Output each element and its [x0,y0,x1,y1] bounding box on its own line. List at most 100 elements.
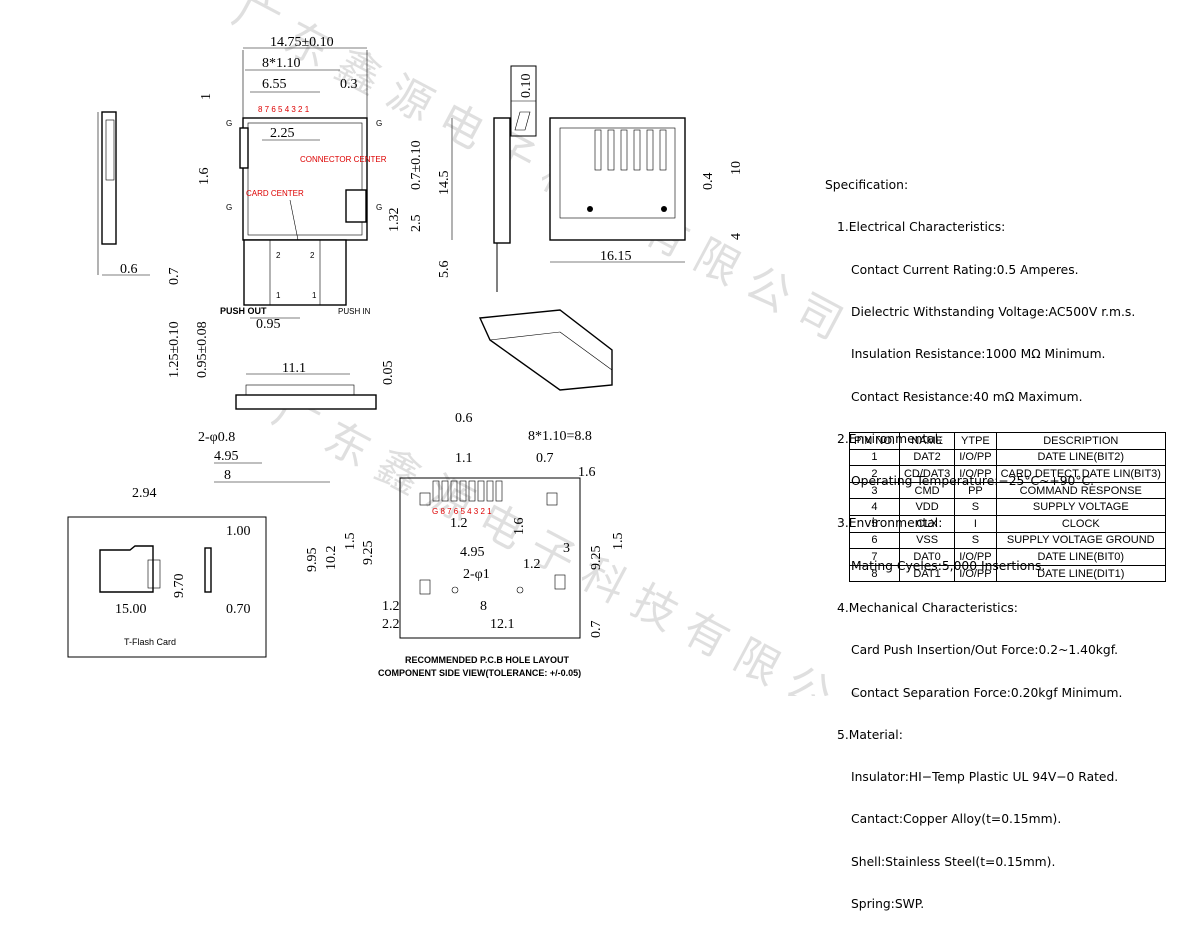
table-cell: I [954,514,997,533]
front-view: 11.1 1.25±0.10 0.95±0.08 0.05 2-φ0.8 4.9… [167,321,396,483]
dim-label: 15.00 [115,602,147,617]
table-cell: CARD DETECT DATE LIN(BIT3) [995,465,1166,483]
table-cell: 1 [849,448,900,467]
dim-label: 2.5 [409,215,424,233]
side-view: 0.10 16.15 0.4 10 4 [493,65,744,292]
table-cell: DAT2 [898,448,956,467]
table-cell: S [954,498,997,516]
spec-heading: 1.Electrical Characteristics: [837,220,1006,235]
table-cell: PP [954,481,997,500]
column-header: YTPE [954,432,997,450]
spec-item: Spring:SWP. [851,896,925,911]
spec-item: Contact Current Rating:0.5 Amperes. [851,262,1079,277]
spec-item: Insulation Resistance:1000 MΩ Minimum. [851,347,1106,362]
dim-label: 0.7 [536,451,554,466]
table-cell: COMMAND RESPONSE [995,481,1166,500]
spec-item: Shell:Stainless Steel(t=0.15mm). [851,854,1056,869]
pin-numbers: G 8 7 6 5 4 3 2 1 [432,507,492,516]
dim-label: 14.75±0.10 [270,35,334,50]
dim-label: 0.7±0.10 [409,140,424,190]
column-header: PIN NO. [849,432,900,450]
table-cell: I/O/PP [954,548,997,566]
spec-title: Specification: [825,178,909,193]
card-center-label: CARD CENTER [246,189,304,198]
column-header: DESCRIPTION [995,432,1166,450]
dim-label: 0.70 [226,602,251,617]
spec-item: Insulator:HI−Temp Plastic UL 94V−0 Rated… [851,770,1119,785]
dim-label: 1.25±0.10 [167,321,182,378]
dim-label: 1 [199,93,214,100]
dim-label: 9.95 [305,548,320,573]
tflash-card-box: 2.94 1.00 9.70 15.00 0.70 T-Flash Card [67,486,267,658]
card-label: T-Flash Card [124,637,176,647]
dim-label: 1.6 [512,518,527,536]
table-cell: 2 [849,465,900,483]
column-header: NAME [898,432,956,450]
dim-label: 8 [224,468,231,483]
dim-label: 12.1 [490,617,515,632]
dim-label: 9.25 [589,546,604,571]
drawing-canvas: 广 东 鑫 源 电 子 科 技 有 限 公 司 广 东 鑫 源 电 子 科 技 … [67,0,891,696]
dim-label: 1.1 [455,451,473,466]
table-cell: CLOCK [995,514,1166,533]
pin-label: 1 [312,291,317,300]
dim-label: 8 [480,599,487,614]
dim-label: 8*1.10 [262,56,301,71]
ground-label: G [376,203,382,212]
dim-label: 3 [563,541,570,556]
dim-label: 0.6 [120,262,138,277]
table-cell: I/O/PP [954,465,997,483]
ground-label: G [226,203,232,212]
dim-label: 1.5 [611,533,626,551]
dim-label: 16.15 [600,249,632,264]
spec-item: Contact Separation Force:0.20kgf Minimum… [851,685,1123,700]
dim-label: 9.25 [361,541,376,566]
dim-label: 2.25 [270,126,295,141]
dim-label: 1.6 [578,465,596,480]
table-cell: DAT1 [898,564,956,583]
spec-heading: 5.Material: [837,727,903,742]
dim-label: 0.7 [589,621,604,639]
dim-label: 5.6 [437,261,452,279]
spec-item: Cantact:Copper Alloy(t=0.15mm). [851,812,1062,827]
table-header-row: PIN NO. NAME YTPE DESCRIPTION [849,432,1166,450]
dim-label: 2-φ0.8 [198,430,235,445]
pcb-title: RECOMMENDED P.C.B HOLE LAYOUT [405,655,570,665]
table-cell: DAT0 [898,548,956,566]
left-side-view: 0.6 [97,111,150,277]
table-cell: 5 [849,514,900,533]
dim-label: 14.5 [437,171,452,196]
table-cell: 6 [849,531,900,550]
dim-label: 1.2 [523,557,541,572]
isometric-view [478,309,613,391]
dim-label: 10 [729,161,744,175]
dim-label: 1.32 [387,208,402,233]
pin-label: 2 [310,251,315,260]
table-cell: DATE LINE(DIT1) [995,564,1166,583]
spec-heading: 4.Mechanical Characteristics: [837,601,1018,615]
top-view: 14.75±0.10 8*1.10 6.55 0.3 1 8 7 6 5 4 3… [167,35,453,332]
pin-label: 2 [276,251,281,260]
dim-label: 1.2 [382,599,400,614]
table-cell: DATE LINE(BIT0) [995,548,1166,566]
contact-pins [594,129,667,171]
dim-label: 1.6 [197,168,212,186]
pcb-layout: G 8 7 6 5 4 3 2 1 0.6 8*1.10=8.8 1.1 0.7… [305,411,626,678]
push-out-label: PUSH OUT [220,306,267,316]
dim-label: 4 [729,233,744,240]
dim-label: 11.1 [282,361,306,376]
ground-label: G [226,119,232,128]
dim-label: 9.70 [172,574,187,599]
table-cell: I/O/PP [954,564,997,583]
pin-label: 1 [276,291,281,300]
dim-label: 4.95 [460,545,485,560]
table-cell: VSS [898,531,956,550]
dim-label: 0.3 [340,77,358,92]
